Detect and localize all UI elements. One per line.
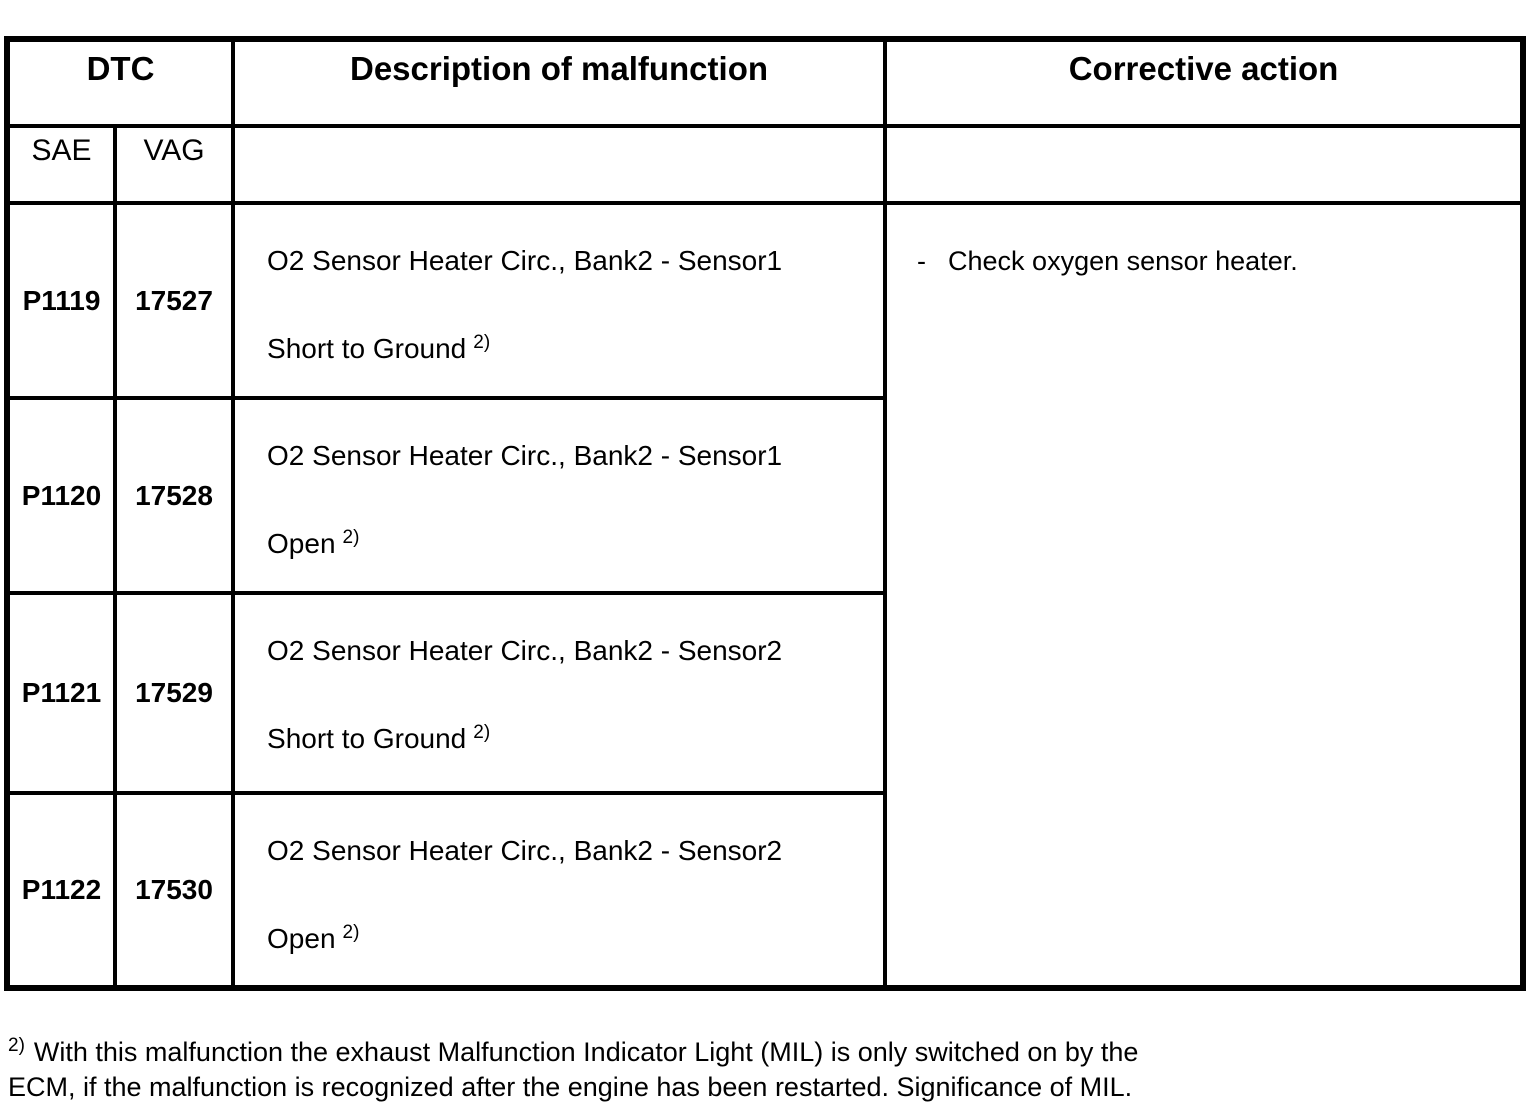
table-header-row-sub: SAE VAG (5, 124, 1526, 205)
footnote-line-2: ECM, if the malfunction is recognized af… (8, 1072, 1133, 1102)
vag-code: 17528 (112, 396, 236, 595)
header-vag: VAG (112, 124, 236, 205)
malfunction-text: O2 Sensor Heater Circ., Bank2 - Sensor2 (267, 635, 783, 666)
corrective-action-cell: -Check oxygen sensor heater. (883, 201, 1526, 990)
malfunction-condition: Short to Ground 2) (267, 717, 865, 755)
sae-code: P1122 (5, 791, 117, 990)
vag-code: 17530 (112, 791, 236, 990)
table-row: P1120 17528 O2 Sensor Heater Circ., Bank… (5, 396, 1523, 595)
malfunction-description: O2 Sensor Heater Circ., Bank2 - Sensor1 … (231, 396, 888, 595)
footnote-line-1: 2) With this malfunction the exhaust Malf… (8, 1028, 1138, 1070)
header-corrective-action: Corrective action (883, 37, 1526, 128)
condition-text: Short to Ground (267, 723, 467, 754)
condition-text: Short to Ground (267, 333, 467, 364)
table-header-row-main: DTC Description of malfunction Correctiv… (4, 37, 1526, 128)
sae-code: P1121 (5, 591, 117, 795)
malfunction-description: O2 Sensor Heater Circ., Bank2 - Sensor2 … (231, 591, 888, 795)
condition-text: Open (267, 923, 336, 954)
footnote-reference: 2) (473, 332, 491, 353)
malfunction-text: O2 Sensor Heater Circ., Bank2 - Sensor1 (267, 440, 783, 471)
malfunction-text: O2 Sensor Heater Circ., Bank2 - Sensor1 (267, 245, 783, 276)
vag-code: 17527 (112, 201, 236, 400)
list-dash: - (917, 246, 927, 276)
footnote-text-1: With this malfunction the exhaust Malfun… (33, 1037, 1139, 1067)
footnote-reference: 2) (342, 527, 360, 548)
header-sae: SAE (5, 124, 117, 205)
sae-code: P1120 (5, 396, 117, 595)
sae-code: P1119 (5, 201, 117, 400)
table-row: P1119 17527 O2 Sensor Heater Circ., Bank… (5, 201, 1526, 990)
malfunction-condition: Open 2) (267, 917, 865, 955)
footnote-reference: 2) (473, 722, 491, 743)
dtc-fault-table: DTC Description of malfunction Correctiv… (4, 36, 1527, 991)
header-dtc: DTC (4, 37, 236, 128)
malfunction-text: O2 Sensor Heater Circ., Bank2 - Sensor2 (267, 835, 783, 866)
empty-cell-corrective (883, 124, 1526, 205)
malfunction-description: O2 Sensor Heater Circ., Bank2 - Sensor1 … (231, 201, 888, 400)
header-description: Description of malfunction (231, 37, 888, 128)
footnote-reference: 2) (342, 922, 360, 943)
vag-code: 17529 (112, 591, 236, 795)
condition-text: Open (267, 528, 336, 559)
malfunction-condition: Short to Ground 2) (267, 327, 865, 365)
corrective-action-text: Check oxygen sensor heater. (948, 246, 1298, 276)
footnote: 2) With this malfunction the exhaust Malf… (8, 1028, 1138, 1102)
table-row: P1121 17529 O2 Sensor Heater Circ., Bank… (5, 591, 1523, 795)
malfunction-description: O2 Sensor Heater Circ., Bank2 - Sensor2 … (231, 791, 888, 990)
footnote-marker: 2) (8, 1035, 25, 1056)
empty-cell-description (231, 124, 888, 205)
table-row: P1122 17530 O2 Sensor Heater Circ., Bank… (5, 791, 1523, 990)
malfunction-condition: Open 2) (267, 522, 865, 560)
